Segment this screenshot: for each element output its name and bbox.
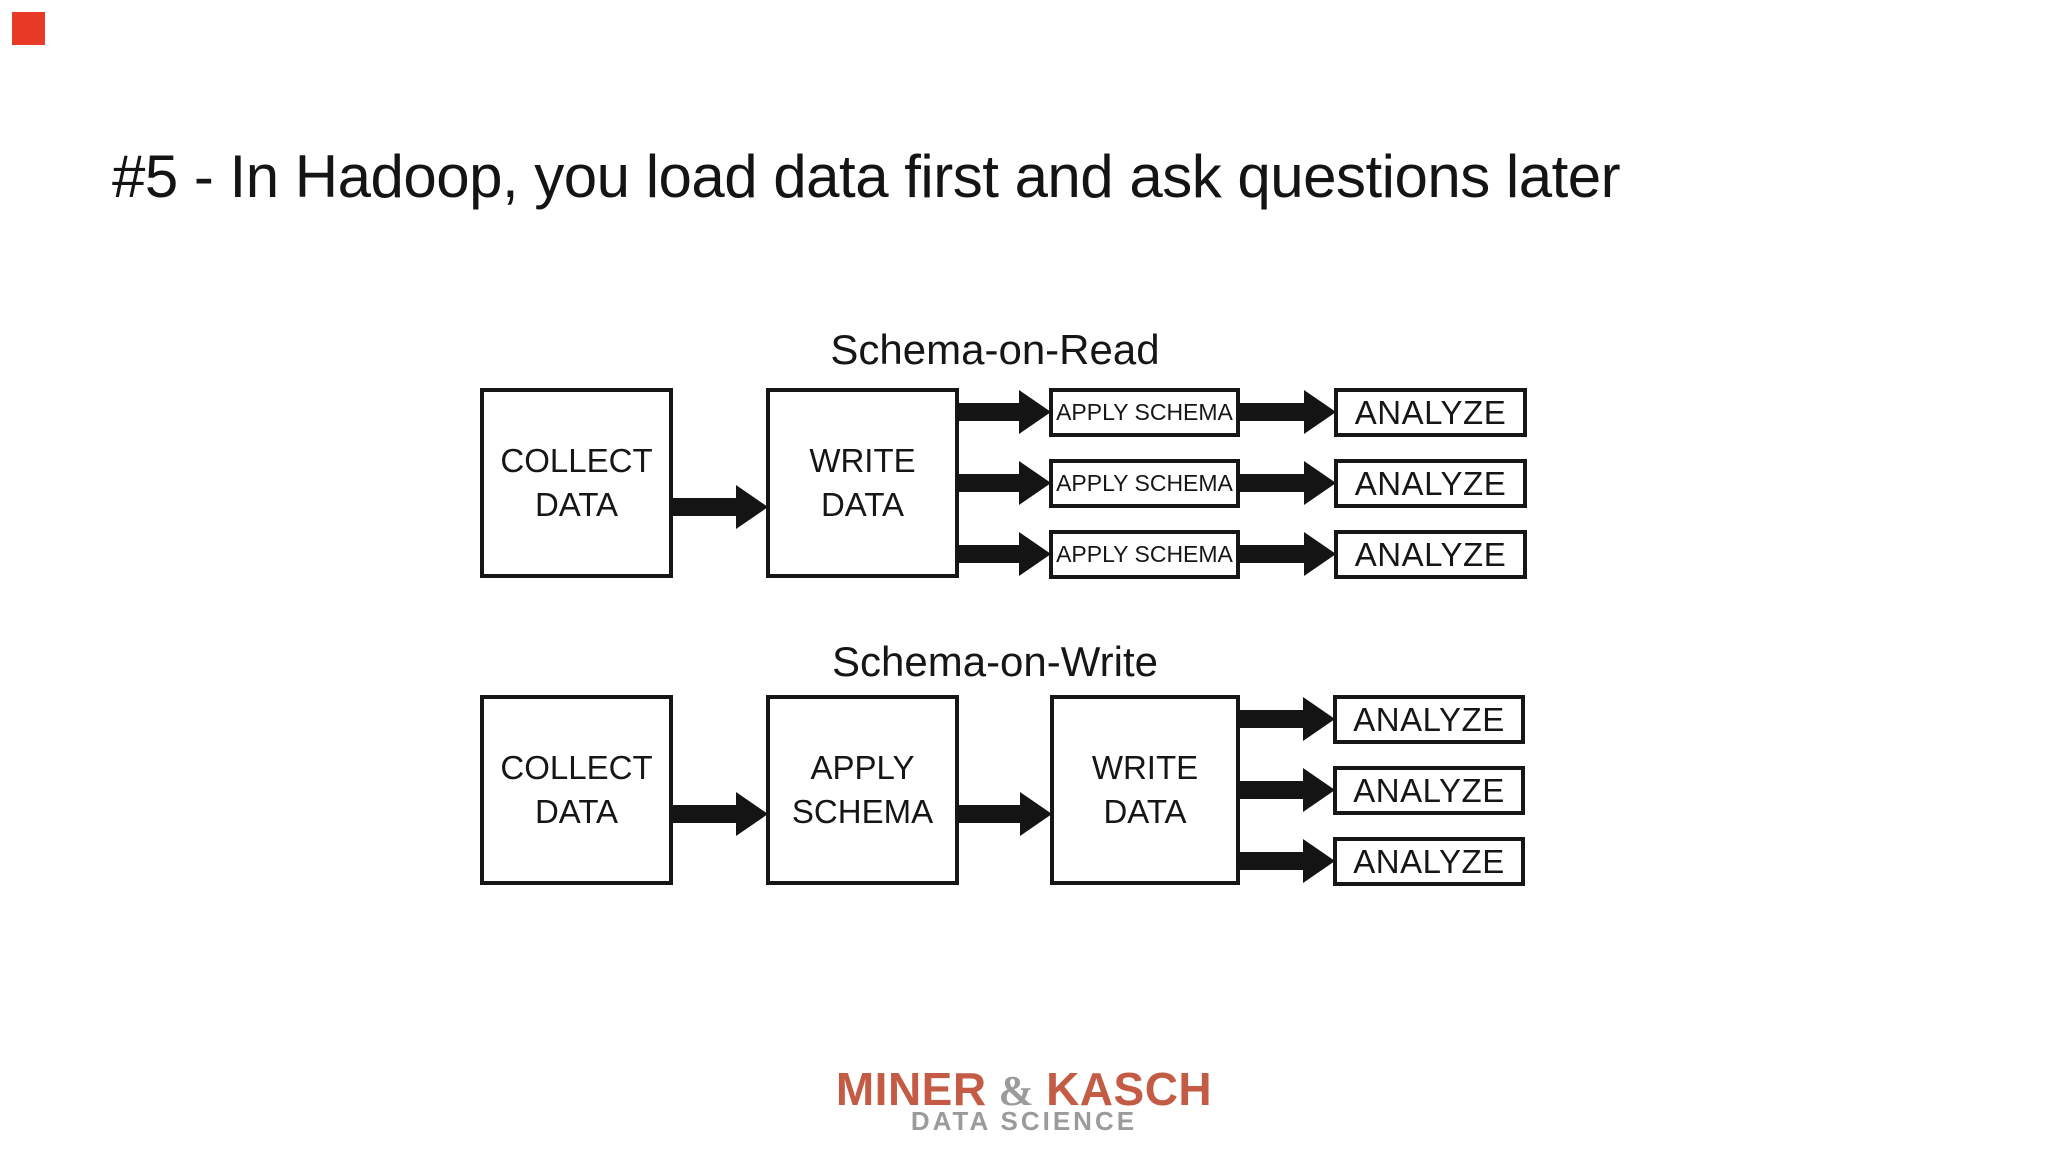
apply-schema-label: APPLY SCHEMA [1056,399,1233,425]
analyze-box: ANALYZE [1334,459,1527,508]
apply-schema-label: APPLY SCHEMA [1056,541,1233,567]
brand-tagline: DATA SCIENCE [910,1106,1138,1136]
flow-arrow-icon [672,485,768,529]
schema-on-read-heading: Schema-on-Read [830,326,1160,373]
brand-name-second: KASCH [1046,1063,1213,1115]
analyze-label: ANALYZE [1354,535,1507,573]
analyze-box: ANALYZE [1334,388,1527,437]
apply-schema-box: APPLY SCHEMA [1049,459,1240,508]
brand-ampersand: & [998,1069,1035,1115]
apply-schema-label-line2: SCHEMA [791,793,934,830]
write-data-box: WRITE DATA [766,388,959,578]
analyze-box: ANALYZE [1333,766,1525,815]
collect-data-label-line1: COLLECT [500,749,653,787]
analyze-label: ANALYZE [1353,700,1505,738]
flow-arrow-icon [1239,390,1336,434]
red-corner-marker [12,12,45,45]
flow-arrow-icon [1239,768,1335,812]
analyze-label: ANALYZE [1353,842,1505,880]
collect-data-label-line1: COLLECT [500,442,653,480]
flow-arrow-icon [1239,532,1336,576]
analyze-label: ANALYZE [1353,771,1505,809]
flow-arrow-icon [1239,839,1335,883]
slide-title: #5 - In Hadoop, you load data first and … [112,143,1621,211]
write-data-label-line1: WRITE [809,442,916,480]
analyze-box: ANALYZE [1333,695,1525,744]
analyze-label: ANALYZE [1354,393,1507,431]
analyze-box: ANALYZE [1333,837,1525,886]
flow-arrow-icon [672,792,768,836]
analyze-label: ANALYZE [1354,464,1507,502]
apply-schema-label: APPLY SCHEMA [1056,470,1233,496]
collect-data-label-line2: DATA [534,793,619,830]
apply-schema-box: APPLY SCHEMA [1049,388,1240,437]
collect-data-box: COLLECT DATA [480,388,673,578]
brand-name: MINER&KASCH [0,1062,2048,1116]
flow-arrow-icon [1239,461,1336,505]
flow-arrow-icon [957,532,1051,576]
schema-on-write-heading: Schema-on-Write [832,638,1158,685]
brand-name-first: MINER [835,1063,987,1115]
write-data-label-line1: WRITE [1091,749,1199,787]
write-data-box: WRITE DATA [1050,695,1240,885]
flow-arrow-icon [957,461,1051,505]
flow-arrow-icon [957,390,1051,434]
analyze-box: ANALYZE [1334,530,1527,579]
apply-schema-box: APPLY SCHEMA [766,695,959,885]
apply-schema-box: APPLY SCHEMA [1049,530,1240,579]
collect-data-label-line2: DATA [534,486,619,523]
write-data-label-line2: DATA [820,486,905,523]
flow-arrow-icon [1239,697,1335,741]
apply-schema-label-line1: APPLY [810,749,915,787]
write-data-label-line2: DATA [1103,793,1187,830]
flow-arrow-icon [958,792,1052,836]
collect-data-box: COLLECT DATA [480,695,673,885]
